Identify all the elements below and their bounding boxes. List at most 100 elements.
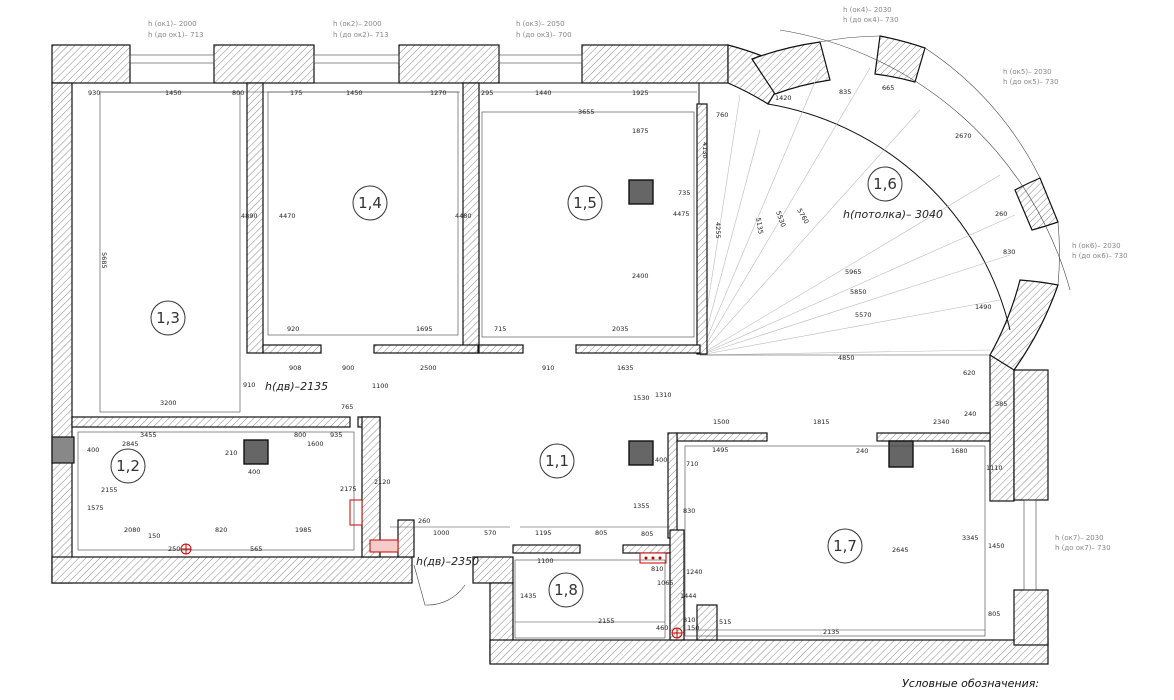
svg-text:240: 240 <box>964 410 976 418</box>
svg-text:1420: 1420 <box>775 94 792 102</box>
svg-text:1000: 1000 <box>433 529 450 537</box>
column-r11 <box>628 440 654 466</box>
svg-text:805: 805 <box>641 530 653 538</box>
svg-text:2175: 2175 <box>340 485 357 493</box>
room-1-4: 1,4 <box>352 185 388 221</box>
svg-text:1,7: 1,7 <box>833 537 857 555</box>
svg-text:2120: 2120 <box>374 478 391 486</box>
svg-text:1100: 1100 <box>537 557 554 565</box>
svg-text:710: 710 <box>686 460 698 468</box>
svg-text:1875: 1875 <box>632 127 649 135</box>
svg-text:805: 805 <box>988 610 1000 618</box>
svg-text:2155: 2155 <box>598 617 615 625</box>
svg-text:4470: 4470 <box>279 212 296 220</box>
svg-text:908: 908 <box>289 364 301 372</box>
room-1-1: 1,1 <box>539 443 575 479</box>
svg-text:1,5: 1,5 <box>573 194 597 212</box>
ceiling-height-label: h(потолка)– 3040 <box>843 208 943 221</box>
svg-text:1985: 1985 <box>295 526 312 534</box>
outer-walls <box>51 44 1049 665</box>
svg-text:4890: 4890 <box>241 212 258 220</box>
svg-text:1680: 1680 <box>951 447 968 455</box>
svg-text:1110: 1110 <box>986 464 1003 472</box>
svg-text:385: 385 <box>995 400 1007 408</box>
svg-text:1,6: 1,6 <box>873 175 897 193</box>
svg-text:h (до ок2)– 713: h (до ок2)– 713 <box>333 31 389 39</box>
svg-text:460: 460 <box>656 624 668 632</box>
svg-text:735: 735 <box>678 189 690 197</box>
svg-text:820: 820 <box>215 526 227 534</box>
svg-text:3455: 3455 <box>140 431 157 439</box>
room-labels: 1,3 1,4 1,5 1,6 1,2 1,1 1,7 1,8 <box>110 166 903 608</box>
columns <box>243 179 914 468</box>
svg-text:910: 910 <box>243 381 255 389</box>
window-notes: h (ок1)– 2000 h (до ок1)– 713 h (ок2)– 2… <box>148 6 1128 552</box>
svg-text:400: 400 <box>655 456 667 464</box>
svg-text:5760: 5760 <box>795 207 810 225</box>
svg-text:4475: 4475 <box>673 210 690 218</box>
svg-text:h (ок4)– 2030: h (ок4)– 2030 <box>843 6 892 14</box>
svg-text:h (до ок3)– 700: h (до ок3)– 700 <box>516 31 572 39</box>
svg-text:2845: 2845 <box>122 440 139 448</box>
door-height-label: h(дв)–2350 <box>416 555 479 568</box>
svg-text:920: 920 <box>287 325 299 333</box>
height-labels: h(потолка)– 3040 h(дв)–2135 h(дв)–2350 <box>265 208 943 568</box>
svg-text:h (ок3)– 2050: h (ок3)– 2050 <box>516 20 565 28</box>
room-1-2: 1,2 <box>110 448 146 484</box>
svg-text:1435: 1435 <box>520 592 537 600</box>
svg-text:760: 760 <box>716 111 728 119</box>
svg-text:810: 810 <box>651 565 663 573</box>
svg-text:h (ок7)– 2030: h (ок7)– 2030 <box>1055 534 1104 542</box>
svg-text:h (до ок1)– 713: h (до ок1)– 713 <box>148 31 204 39</box>
entry-door-swing <box>413 564 466 606</box>
column-r17 <box>888 440 914 468</box>
svg-text:1530: 1530 <box>633 394 650 402</box>
svg-text:260: 260 <box>418 517 430 525</box>
svg-text:260: 260 <box>995 210 1007 218</box>
bay-window-wall <box>699 29 1071 371</box>
svg-text:805: 805 <box>595 529 607 537</box>
radius-rays <box>699 67 1016 356</box>
svg-text:5685: 5685 <box>100 252 108 269</box>
svg-text:1240: 1240 <box>686 568 703 576</box>
svg-text:4850: 4850 <box>838 354 855 362</box>
room-1-5: 1,5 <box>567 185 603 221</box>
svg-text:1925: 1925 <box>632 89 649 97</box>
column-r15 <box>628 179 654 205</box>
svg-text:900: 900 <box>342 364 354 372</box>
svg-text:620: 620 <box>963 369 975 377</box>
room-1-8: 1,8 <box>548 572 584 608</box>
svg-text:1490: 1490 <box>975 303 992 311</box>
svg-text:2400: 2400 <box>632 272 649 280</box>
fixtures <box>180 499 683 639</box>
svg-text:h (ок5)– 2030: h (ок5)– 2030 <box>1003 68 1052 76</box>
svg-text:830: 830 <box>1003 248 1015 256</box>
svg-text:2155: 2155 <box>101 486 118 494</box>
radiator-icon <box>349 499 363 526</box>
svg-text:1,4: 1,4 <box>358 194 382 212</box>
svg-text:765: 765 <box>341 403 353 411</box>
svg-text:295: 295 <box>481 89 493 97</box>
svg-text:835: 835 <box>839 88 851 96</box>
svg-text:400: 400 <box>248 468 260 476</box>
svg-text:1450: 1450 <box>988 542 1005 550</box>
svg-text:1450: 1450 <box>165 89 182 97</box>
svg-text:400: 400 <box>87 446 99 454</box>
svg-text:1065: 1065 <box>657 579 674 587</box>
svg-text:1440: 1440 <box>535 89 552 97</box>
svg-text:1,8: 1,8 <box>554 581 578 599</box>
svg-text:1575: 1575 <box>87 504 104 512</box>
svg-text:2645: 2645 <box>892 546 909 554</box>
svg-text:1450: 1450 <box>346 89 363 97</box>
svg-text:h (до ок7)– 730: h (до ок7)– 730 <box>1055 544 1111 552</box>
svg-text:3200: 3200 <box>160 399 177 407</box>
svg-text:150: 150 <box>687 624 699 632</box>
svg-text:1355: 1355 <box>633 502 650 510</box>
svg-text:210: 210 <box>225 449 237 457</box>
svg-text:240: 240 <box>856 447 868 455</box>
room-outlines <box>77 91 990 639</box>
svg-text:h (до ок6)– 730: h (до ок6)– 730 <box>1072 252 1128 260</box>
room-1-3: 1,3 <box>150 300 186 336</box>
svg-text:2340: 2340 <box>933 418 950 426</box>
